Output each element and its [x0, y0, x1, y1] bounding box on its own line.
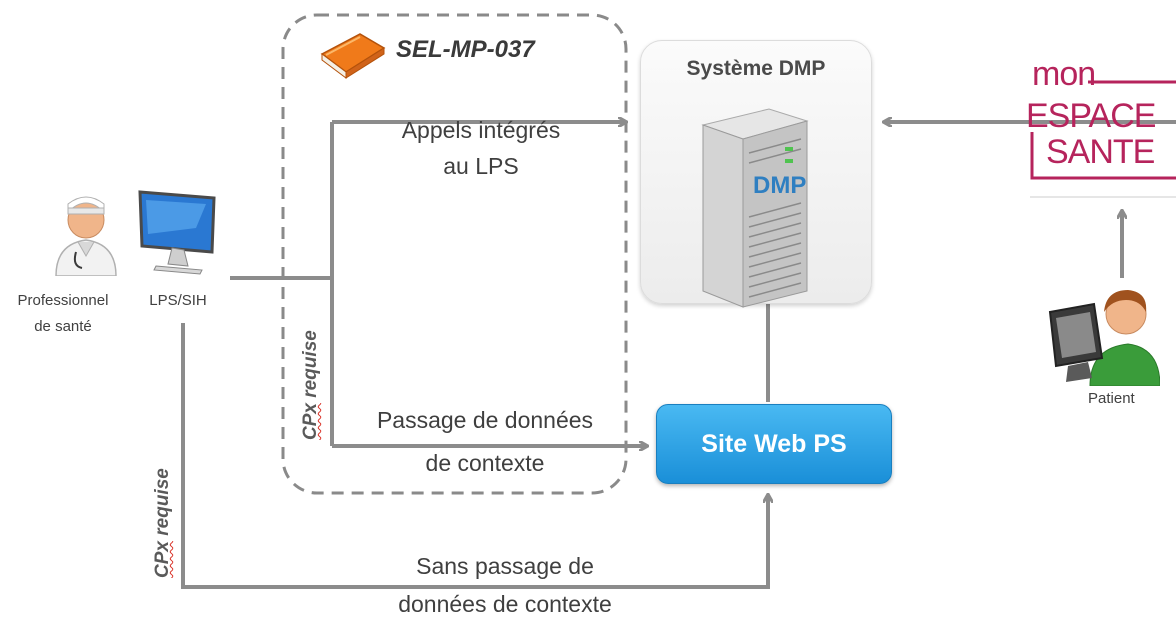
book-icon [320, 33, 386, 79]
site-web-ps-box: Site Web PS [656, 404, 892, 484]
dmp-system-box: Système DMP DMP [640, 40, 872, 308]
server-icon: DMP [701, 108, 809, 308]
monitor-icon [138, 190, 216, 275]
appels-label-line2: au LPS [443, 153, 519, 179]
sans-passage-arrow [181, 323, 768, 589]
logo-line3: SANTE [1046, 133, 1155, 171]
patient-computer-icon [1048, 290, 1160, 386]
sans-label-line1: Sans passage de [416, 553, 594, 579]
cpx-required-sans: CPx requise [152, 468, 173, 578]
logo-line1: mon [1032, 55, 1096, 93]
passage-label-line1: Passage de données [376, 407, 594, 433]
lps-label: LPS/SIH [149, 292, 207, 309]
professional-label-line2: de santé [34, 318, 92, 335]
svg-text:DMP: DMP [753, 172, 806, 199]
logo-line2: ESPACE [1026, 97, 1156, 135]
sans-label-line2: données de contexte [398, 591, 612, 617]
professional-label-line1: Professionnel [17, 292, 109, 309]
mon-espace-sante-logo: mon ESPACE SANTE [1026, 50, 1176, 190]
sel-region [281, 13, 628, 495]
passage-label-line2: de contexte [425, 450, 545, 476]
appels-label-line1: Appels intégrés [401, 117, 561, 143]
doctor-icon [55, 196, 117, 276]
sel-title: SEL-MP-037 [396, 36, 535, 63]
site-web-ps-label: Site Web PS [701, 429, 847, 458]
dmp-title: Système DMP [686, 57, 826, 80]
cpx-required-sel: CPx requise [300, 330, 321, 440]
patient-label: Patient [1088, 390, 1135, 407]
